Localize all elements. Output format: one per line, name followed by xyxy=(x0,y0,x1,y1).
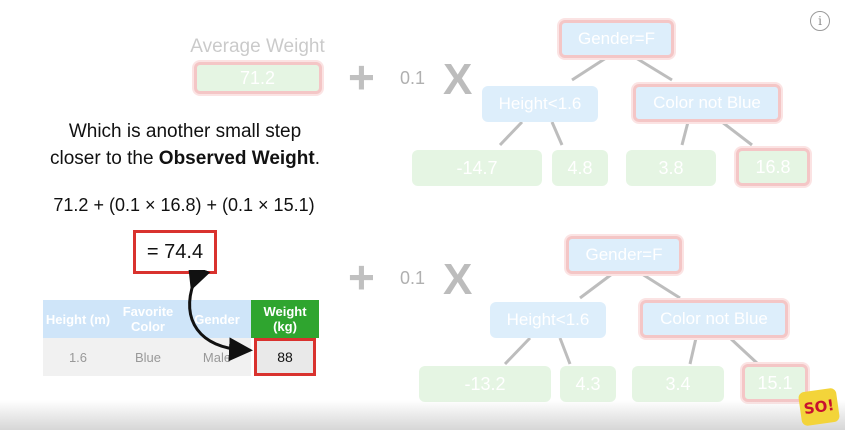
times-sign-2: X xyxy=(443,255,473,304)
weight-cell-highlight: 88 xyxy=(254,338,316,376)
learning-rate-1: 0.1 xyxy=(400,68,426,88)
average-weight-value: 71.2 xyxy=(193,62,322,94)
video-bottom-gradient xyxy=(0,400,845,430)
explanation-line-2-post: . xyxy=(314,148,320,169)
explanation-text: Which is another small step closer to th… xyxy=(10,118,360,172)
tree-2-left-node: Height<1.6 xyxy=(490,302,606,338)
tree-2-root-node: Gender=F xyxy=(566,236,682,274)
tree-1-leaf-3: 3.8 xyxy=(626,150,716,186)
observed-weight-value: 88 xyxy=(277,349,293,365)
tree-1-leaf-2: 4.8 xyxy=(552,150,608,186)
cell-weight: 88 xyxy=(251,338,319,376)
comparison-arrow xyxy=(187,270,253,362)
plus-sign-1: + xyxy=(348,51,375,103)
explanation-line-1: Which is another small step xyxy=(68,121,302,142)
explanation-line-2: closer to the Observed Weight. xyxy=(10,145,360,172)
tree-2-right-node: Color not Blue xyxy=(640,300,788,338)
tree-1-right-node: Color not Blue xyxy=(633,84,781,122)
tree-1-left-node: Height<1.6 xyxy=(482,86,598,122)
info-icon[interactable]: i xyxy=(810,11,830,31)
tree-1-leaf-4: 16.8 xyxy=(736,148,810,186)
explanation-line-2-pre: closer to the xyxy=(50,148,159,169)
tree-1-leaf-1: -14.7 xyxy=(412,150,542,186)
header-height: Height (m) xyxy=(43,300,113,338)
times-sign-1: X xyxy=(443,55,473,104)
prediction-equation: 71.2 + (0.1 × 16.8) + (0.1 × 15.1) xyxy=(53,195,315,215)
tree-1-edges xyxy=(498,56,753,147)
cell-height: 1.6 xyxy=(43,338,113,376)
tree-2-leaf-1: -13.2 xyxy=(419,366,551,402)
tree-1-root-node: Gender=F xyxy=(559,20,674,58)
plus-sign-2: + xyxy=(348,251,375,303)
header-favorite-color: Favorite Color xyxy=(113,300,183,338)
channel-logo-text: SO! xyxy=(802,395,836,419)
prediction-result-box: = 74.4 xyxy=(133,230,217,274)
average-weight-label: Average Weight xyxy=(190,36,325,57)
channel-logo[interactable]: SO! xyxy=(797,387,841,427)
header-weight: Weight (kg) xyxy=(251,300,319,338)
average-weight-group: Average Weight 71.2 xyxy=(180,36,335,94)
tree-2-leaf-2: 4.3 xyxy=(560,366,616,402)
tree-2-leaf-3: 3.4 xyxy=(632,366,724,402)
prediction-result: = 74.4 xyxy=(146,240,204,263)
info-icon-glyph: i xyxy=(818,14,822,28)
cell-favorite-color: Blue xyxy=(113,338,183,376)
observed-weight-emphasis: Observed Weight xyxy=(158,148,315,169)
learning-rate-2: 0.1 xyxy=(400,268,426,288)
